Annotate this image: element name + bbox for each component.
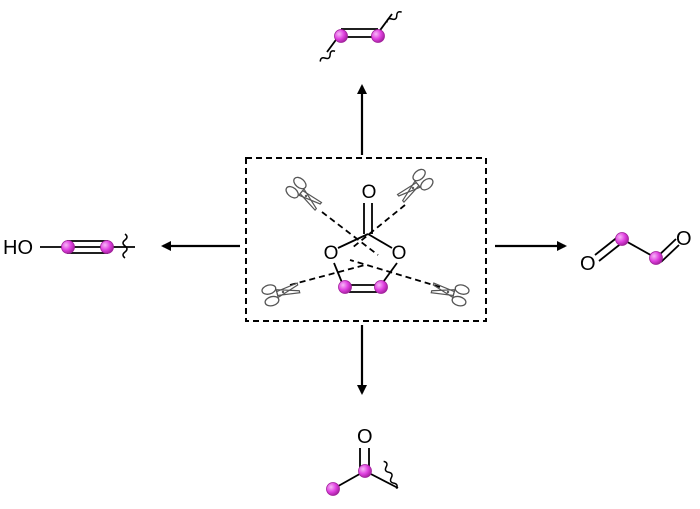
scissors-icon [429, 277, 471, 308]
wavy-bond-icon [383, 460, 398, 489]
atom-ball [338, 280, 352, 294]
ring-oxygen-right-label: O [392, 243, 407, 264]
scissors-icon [393, 166, 436, 207]
scissors-icon [283, 174, 326, 215]
bottom-oxygen-label: O [357, 426, 373, 448]
bottom-product-acyl: O [326, 426, 399, 496]
atom-ball [374, 280, 388, 294]
right-product-glyoxal: O O [580, 228, 692, 275]
atom-ball [334, 29, 348, 43]
carbonyl-oxygen-label: O [362, 182, 377, 203]
top-product-alkene [319, 10, 402, 62]
wavy-bond-icon [122, 233, 128, 259]
right-oxygen-right-label: O [676, 228, 692, 250]
cyclic-carbonate: O O O [324, 182, 407, 294]
left-product-ynol: HO [3, 233, 135, 259]
atom-ball [326, 482, 340, 496]
wavy-bond-icon [319, 50, 336, 62]
cut-lines [289, 204, 441, 288]
center-box [245, 157, 487, 322]
atom-ball [649, 251, 663, 265]
atom-ball [61, 240, 75, 254]
ring-oxygen-left-label: O [324, 243, 339, 264]
hydroxyl-label: HO [3, 237, 33, 259]
right-oxygen-left-label: O [580, 253, 596, 275]
atom-ball [615, 232, 629, 246]
scissors-icon [260, 277, 302, 308]
atom-ball [100, 240, 114, 254]
atom-ball [358, 464, 372, 478]
atom-ball [371, 29, 385, 43]
wavy-bond-icon [386, 10, 402, 23]
